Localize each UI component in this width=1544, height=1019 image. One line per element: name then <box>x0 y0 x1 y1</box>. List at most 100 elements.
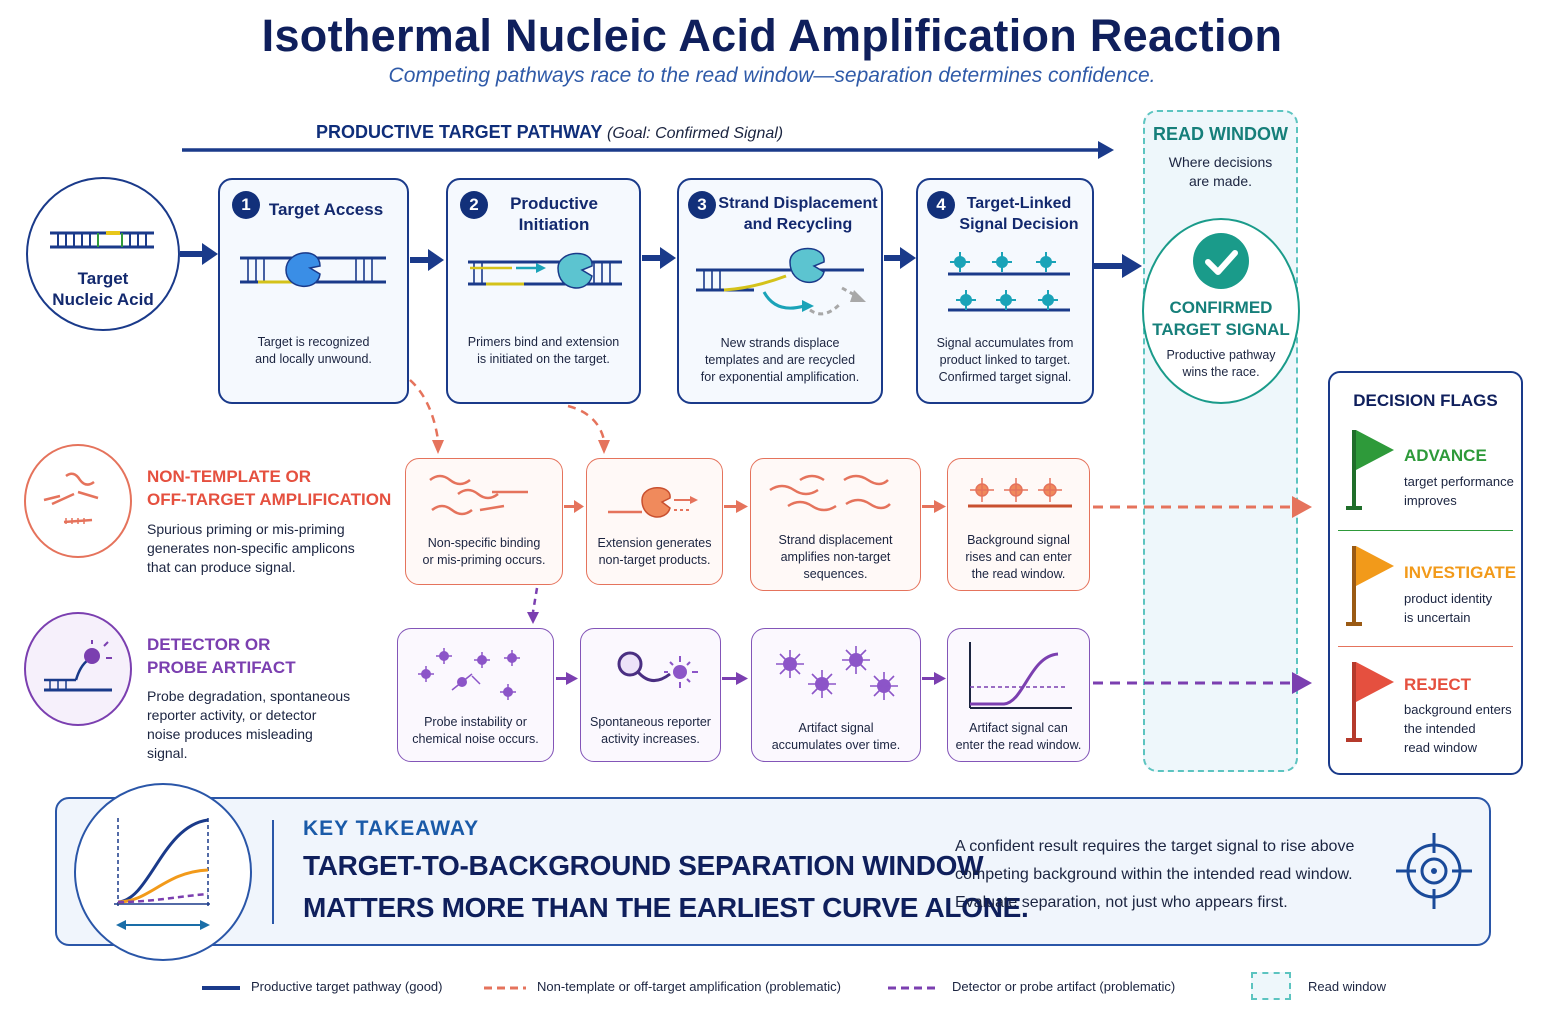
flag-divider-1 <box>1338 530 1513 531</box>
artifact-curve-icon <box>969 642 1072 709</box>
signal-decision-icon <box>948 252 1070 312</box>
productive-pathway-goal: (Goal: Confirmed Signal) <box>607 125 784 142</box>
investigate-flag-desc-1: product identity <box>1404 591 1493 606</box>
nontemplate-desc-2: generates non-specific amplicons <box>147 540 355 556</box>
step-2-title-2: Initiation <box>518 215 590 234</box>
nontemplate-box-3-line1: Strand displacement <box>778 533 893 547</box>
nontemplate-box-1-line2: or mis-priming occurs. <box>422 553 546 567</box>
confirmed-title-1: CONFIRMED <box>1169 298 1273 317</box>
investigate-flag-icon <box>1346 546 1394 626</box>
nontemplate-box-2 <box>586 458 723 585</box>
detector-desc-3: noise produces misleading <box>147 726 313 742</box>
confirmed-desc-1: Productive pathway <box>1166 348 1276 362</box>
legend-swatch-detector <box>888 986 936 990</box>
step-1-desc-2: and locally unwound. <box>255 352 372 366</box>
productive-pathway-title: PRODUCTIVE TARGET PATHWAY <box>316 122 603 142</box>
read-window-title: READ WINDOW <box>1153 124 1288 144</box>
advance-flag-desc-2: improves <box>1404 493 1457 508</box>
read-window-desc-2: are made. <box>1188 173 1253 189</box>
target-crosshair-icon <box>1396 833 1472 909</box>
takeaway-chart-circle <box>74 783 252 961</box>
legend-read-window: Read window <box>1308 979 1387 994</box>
flag-divider-2 <box>1338 646 1513 647</box>
target-access-icon <box>240 252 386 288</box>
legend-productive: Productive target pathway (good) <box>251 979 443 994</box>
step-3-title-1: Strand Displacement <box>718 195 878 212</box>
detector-title-2: PROBE ARTIFACT <box>147 658 296 677</box>
step-4-desc-1: Signal accumulates from <box>936 336 1074 350</box>
step-2-number: 2 <box>460 191 488 219</box>
takeaway-kicker: KEY TAKEAWAY <box>303 817 480 840</box>
nontemplate-circle <box>24 444 132 558</box>
step-1-desc-1: Target is recognized <box>257 335 370 349</box>
nontemplate-amplify-icon <box>769 474 891 512</box>
nontemplate-extension-icon <box>608 487 698 518</box>
detector-title-1: DETECTOR OR <box>147 635 271 654</box>
detector-circle <box>24 612 132 726</box>
investigate-flag-desc-2: is uncertain <box>1404 610 1471 625</box>
nontemplate-box-2-line2: non-target products. <box>598 553 711 567</box>
takeaway-divider <box>272 820 274 924</box>
nontemplate-box-3 <box>750 458 921 591</box>
step-4-title-1: Target-Linked <box>966 195 1072 212</box>
detector-desc-2: reporter activity, or detector <box>147 707 317 723</box>
takeaway-body-2: competing background within the intended… <box>955 866 1353 883</box>
legend-swatch-productive <box>202 986 240 990</box>
confirmed-desc-2: wins the race. <box>1182 365 1260 379</box>
detector-box-1-line1: Probe instability or <box>424 715 527 729</box>
nontemplate-box-4 <box>947 458 1090 591</box>
reject-flag-icon <box>1346 662 1394 742</box>
takeaway-body-3: Evaluate separation, not just who appear… <box>955 894 1288 911</box>
step-4-desc-3: Confirmed target signal. <box>938 370 1072 384</box>
detector-box-4-line2: enter the read window. <box>955 738 1082 752</box>
step-3-number: 3 <box>688 191 716 219</box>
step-4-title-2: Signal Decision <box>959 216 1079 233</box>
step-2-title-1: Productive <box>510 194 598 213</box>
takeaway-headline-2: MATTERS MORE THAN THE EARLIEST CURVE ALO… <box>303 892 1029 923</box>
decision-flags-title: DECISION FLAGS <box>1353 391 1498 410</box>
detector-box-3-line2: accumulates over time. <box>771 738 901 752</box>
legend-swatch-nontemplate <box>484 986 526 990</box>
background-signal-icon <box>968 478 1072 508</box>
reject-flag-desc-3: read window <box>1404 740 1477 755</box>
probe-icon <box>44 640 112 692</box>
detector-desc-1: Probe degradation, spontaneous <box>147 688 351 704</box>
detector-box-3-line1: Artifact signal <box>798 721 874 735</box>
nontemplate-title-2: OFF-TARGET AMPLIFICATION <box>147 490 392 509</box>
detector-box-1-line2: chemical noise occurs. <box>412 732 539 746</box>
legend-nontemplate: Non-template or off-target amplification… <box>537 979 841 994</box>
step-3-desc-2: templates and are recycled <box>704 353 856 367</box>
step-1-title: Target Access <box>268 200 384 219</box>
nontemplate-desc-1: Spurious priming or mis-priming <box>147 521 345 537</box>
detector-box-1 <box>397 628 554 762</box>
advance-flag-desc-1: target performance <box>1404 474 1514 489</box>
step-4-number: 4 <box>927 191 955 219</box>
page-subtitle: Competing pathways race to the read wind… <box>388 64 1156 87</box>
nontemplate-fragments-icon <box>43 472 99 524</box>
reporter-activity-icon <box>617 651 698 688</box>
takeaway-body-1: A confident result requires the target s… <box>955 838 1355 855</box>
nontemplate-title-1: NON-TEMPLATE OR <box>147 467 312 486</box>
target-nucleic-acid-circle <box>26 177 180 331</box>
separation-curves-icon <box>114 818 210 930</box>
nontemplate-box-4-line3: the read window. <box>971 567 1066 581</box>
step-3-desc-1: New strands displace <box>720 336 840 350</box>
nontemplate-box-4-line2: rises and can enter <box>965 550 1072 564</box>
takeaway-headline-1: TARGET-TO-BACKGROUND SEPARATION WINDOW <box>303 850 984 881</box>
reject-flag-desc-2: the intended <box>1404 721 1476 736</box>
target-label-2: Nucleic Acid <box>52 290 154 309</box>
detector-box-2-line1: Spontaneous reporter <box>590 715 711 729</box>
confirmed-title-2: TARGET SIGNAL <box>1152 320 1290 339</box>
advance-flag-label: ADVANCE <box>1404 446 1487 465</box>
productive-initiation-icon <box>468 252 622 289</box>
misprime-squiggles-icon <box>429 474 528 516</box>
dna-icon <box>50 231 154 249</box>
step-3-title-2: and Recycling <box>743 216 853 233</box>
reject-flag-desc-1: background enters <box>1404 702 1512 717</box>
nontemplate-box-4-line1: Background signal <box>967 533 1070 547</box>
step-3-desc-3: for exponential amplification. <box>700 370 860 384</box>
step-4-desc-2: product linked to target. <box>939 353 1071 367</box>
target-label-1: Target <box>77 269 129 288</box>
nontemplate-box-1-line1: Non-specific binding <box>427 536 541 550</box>
step-1-number: 1 <box>232 191 260 219</box>
